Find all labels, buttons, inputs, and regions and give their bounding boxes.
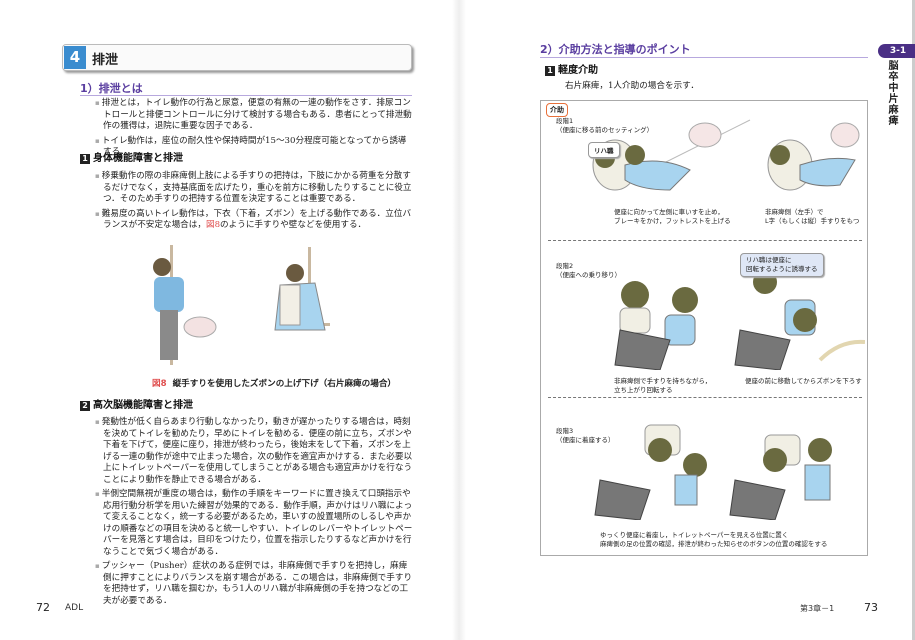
note-line: ブレーキをかけ，フットレストを上げる <box>614 217 731 225</box>
stage2-label: 段階2（便座への乗り移り） <box>556 262 621 280</box>
divider <box>548 240 862 241</box>
paragraph: 排泄とは，トイレ動作の行為と尿意，便意の有無の一連の動作をさす．排尿コントロール… <box>95 98 413 133</box>
chapter-side-label: 脳卒中片麻痺 <box>886 60 897 126</box>
rehab-staff-label: リハ職 <box>588 142 620 158</box>
note-line: L字（もしくは縦）手すりをもつ <box>765 217 860 225</box>
stage3-illustration <box>594 424 832 520</box>
intro-text: 右片麻痺，1人介助の場合を示す． <box>565 81 700 91</box>
note-line: 立ち上がり回転する <box>614 386 673 394</box>
running-head-left: ADL <box>65 603 84 613</box>
subsection-title: 1）排泄とは <box>80 82 143 95</box>
stage3-label: 段階3（便座に着座する） <box>556 427 615 445</box>
heading-number: 2 <box>80 401 90 411</box>
stage-title: 段階1 <box>556 117 574 125</box>
figure-reference-link[interactable]: 図8 <box>205 220 221 230</box>
subsection-underline <box>80 95 412 96</box>
stage-title: 段階3 <box>556 427 574 435</box>
note-line: 麻痺側の足の位置の確認，排泄が終わった知らせのボタンの位置の確認をする <box>600 540 828 548</box>
heading-number: 1 <box>545 66 555 76</box>
page-gutter <box>452 0 466 640</box>
heading-text: 身体機能障害と排泄 <box>93 153 183 164</box>
caption-text: 縦手すりを使用したズボンの上げ下げ（右片麻痺の場合） <box>172 379 397 389</box>
paragraph: 半側空間無視が重度の場合は，動作の手順をキーワードに置き換えて口頭指示や応用行動… <box>95 489 413 558</box>
stage-sub: （便座に移る前のセッティング） <box>556 126 654 134</box>
section-number: 4 <box>64 46 86 69</box>
higher-brain-body: 発動性が低く自らあまり行動しなかったり，動きが遅かったりする場合は，時刻を決めて… <box>95 417 413 610</box>
divider <box>548 397 862 398</box>
bubble-line: リハ職は便座に <box>746 256 792 264</box>
stage-sub: （便座に着座する） <box>556 436 615 444</box>
section-title: 排泄 <box>92 53 119 68</box>
paragraph: 移乗動作の際の非麻痺側上肢による手すりの把持は，下肢にかかる荷重を分散するだけで… <box>95 171 413 206</box>
paragraph: 難易度の高いトイレ動作は，下衣（下着，ズボン）を上げる動作である．立位バランスが… <box>95 209 413 232</box>
page-number-right: 73 <box>864 601 878 614</box>
text: のように手すりや壁などを使用する． <box>220 220 367 230</box>
section-header-box <box>62 44 412 71</box>
chapter-footer: 第3章－1 <box>800 604 835 613</box>
stage1-illustration <box>592 119 860 191</box>
note-line: 非麻痺側（左手）で <box>765 208 824 216</box>
figure8-caption: 図8 縦手すりを使用したズボンの上げ下げ（右片麻痺の場合） <box>152 377 396 389</box>
subsection-underline <box>540 57 868 58</box>
paragraph: プッシャー（Pusher）症状のある症例では，非麻痺側で手すりを把持し，麻痺側に… <box>95 561 413 607</box>
text: 難易度の高いトイレ動作は，下衣（下着，ズボン）を上げる動作である．立位バランスが… <box>101 208 412 231</box>
heading-text: 高次脳機能障害と排泄 <box>93 400 193 411</box>
stage1-label: 段階1（便座に移る前のセッティング） <box>556 117 653 135</box>
physical-body: 移乗動作の際の非麻痺側上肢による手すりの把持は，下肢にかかる荷重を分散するだけで… <box>95 171 413 235</box>
stage2-note-a: 非麻痺側で手すりを持ちながら，立ち上がり回転する <box>614 377 711 395</box>
stage-title: 段階2 <box>556 262 574 270</box>
page-number-left: 72 <box>36 601 50 614</box>
paragraph: 発動性が低く自らあまり行動しなかったり，動きが遅かったりする場合は，時刻を決めて… <box>95 417 413 486</box>
chapter-tab: 3-1 <box>878 44 915 58</box>
stage-sub: （便座への乗り移り） <box>556 271 621 279</box>
subsection-title: 2）介助方法と指導のポイント <box>540 43 691 56</box>
assist-figure-box <box>540 100 868 556</box>
sub1-body: 排泄とは，トイレ動作の行為と尿意，便意の有無の一連の動作をさす．排尿コントロール… <box>95 98 413 162</box>
note-line: 非麻痺側で手すりを持ちながら， <box>614 377 712 385</box>
heading-text: 軽度介助 <box>558 65 598 76</box>
rehab-guidance-bubble: リハ職は便座に回転するように誘導する <box>740 253 824 277</box>
stage2-note-b: 便座の前に移動してからズボンを下ろす <box>745 377 862 385</box>
bubble-line: 回転するように誘導する <box>746 265 818 273</box>
note-line: ゆっくり便座に着座し，トイレットペーパーを見える位置に置く <box>600 531 789 539</box>
stage2-illustration <box>614 270 865 370</box>
heading-number: 1 <box>80 154 90 164</box>
figure-tag: 介助 <box>546 103 568 117</box>
paragraph: トイレ動作は，座位の耐久性や保持時間が15～30分程度可能となってから誘導する． <box>95 136 413 159</box>
figure-label: 図8 <box>152 379 167 389</box>
stage1-note-a: 便座に向かって左側に車いすを止め，ブレーキをかけ，フットレストを上げる <box>614 208 731 226</box>
stage3-note: ゆっくり便座に着座し，トイレットペーパーを見える位置に置く麻痺側の足の位置の確認… <box>600 531 827 549</box>
note-line: 便座に向かって左側に車いすを止め， <box>614 208 724 216</box>
figure8-illustration <box>153 245 330 365</box>
page-edge <box>912 0 915 640</box>
